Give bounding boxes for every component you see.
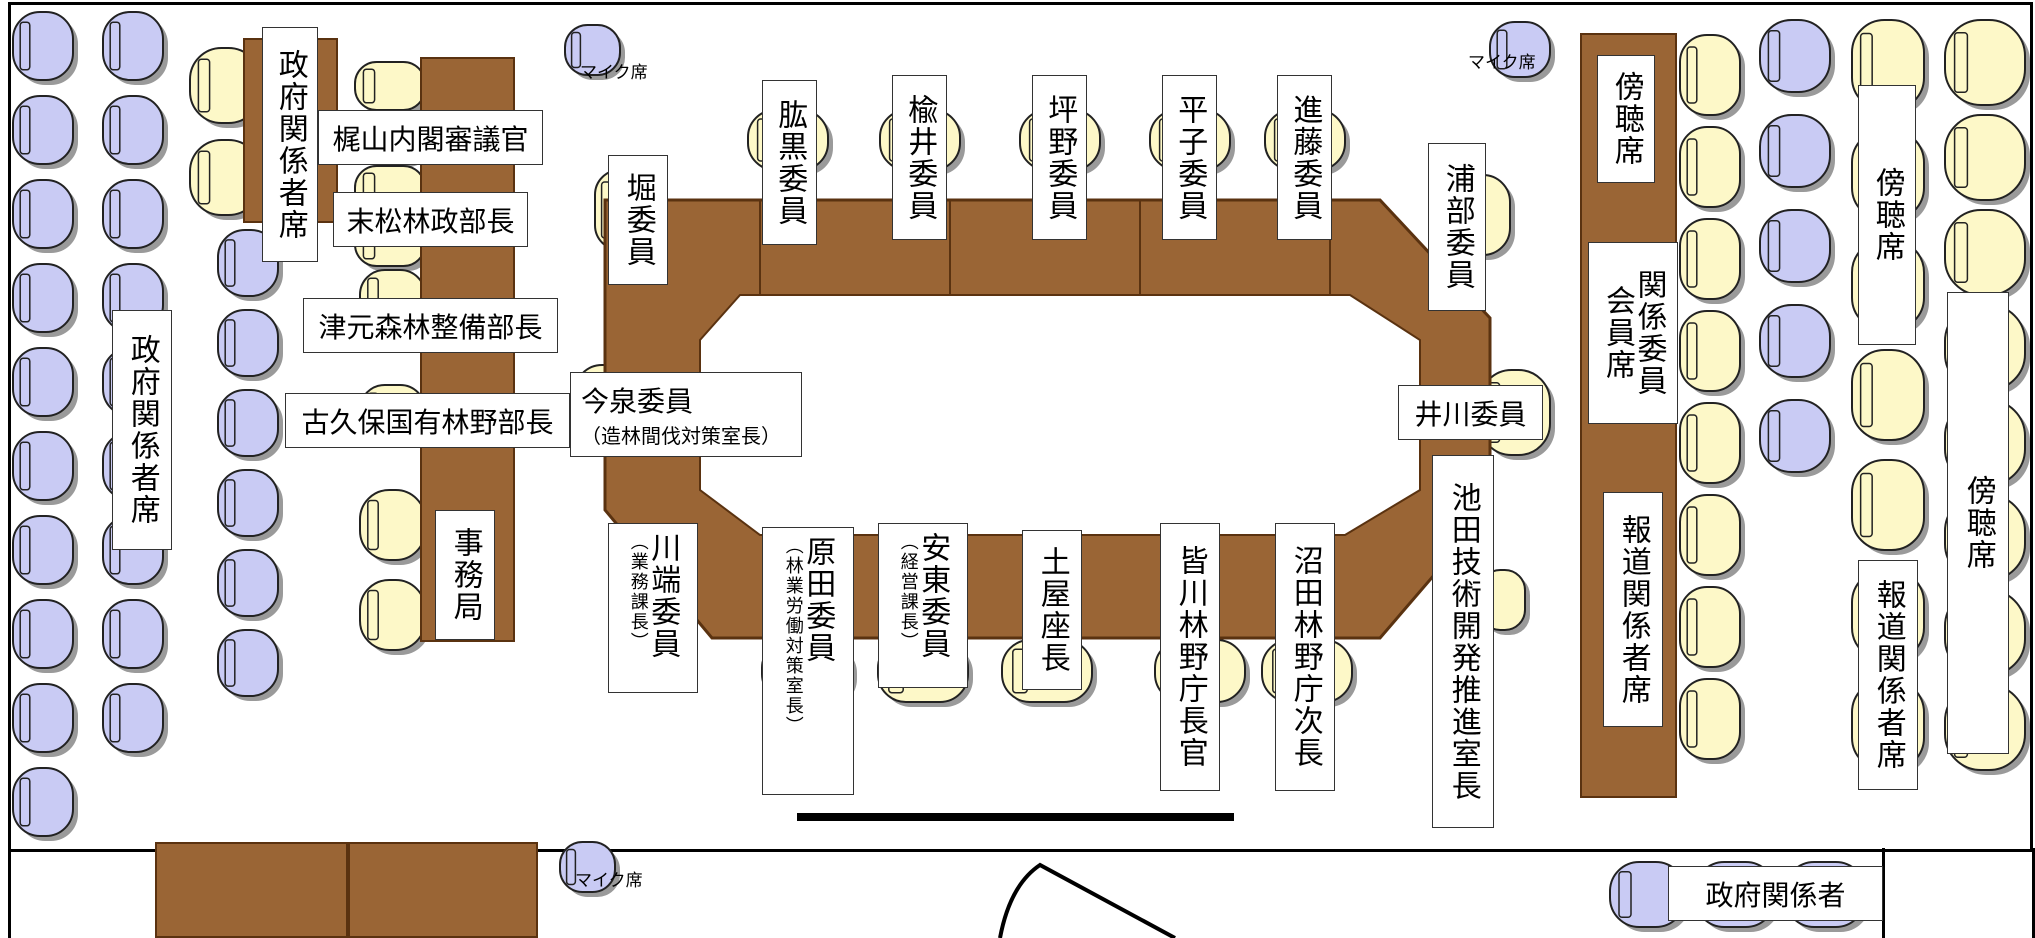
press-seat-label: 報道関係者席 (1603, 492, 1663, 727)
audience-chair (217, 389, 283, 461)
audience-chair (12, 179, 78, 253)
audience-chair (1759, 19, 1835, 97)
member-harada-name: 原田委員 (800, 536, 836, 664)
audience-chair (12, 767, 78, 841)
member-shindo: 進藤委員 (1277, 75, 1332, 240)
audience-chair (102, 11, 168, 85)
seat-chair (1851, 349, 1929, 445)
related-members-line-2: 会員席 (1600, 285, 1635, 381)
entrance-alcove-left (8, 848, 153, 938)
audience-chair (217, 629, 283, 701)
mic-seat-label: マイク席 (580, 63, 648, 83)
press-seat-label: 報道関係者席 (1858, 560, 1918, 790)
seat-chair (1679, 34, 1745, 120)
audience-chair (1759, 399, 1835, 477)
seat-chair (1944, 209, 2030, 300)
audience-chair (102, 599, 168, 673)
audience-chair (1759, 304, 1835, 382)
related-members-line-1: 関係委員 (1631, 269, 1667, 397)
seat-chair (1679, 218, 1745, 304)
member-imaizumi: 今泉委員 （造林間伐対策室長） (570, 372, 802, 457)
seat-chair (359, 579, 430, 655)
official-kubo: 古久保国有林野部長 (285, 393, 570, 448)
member-imaizumi-name: 今泉委員 (581, 385, 694, 418)
seat-chair (1679, 310, 1745, 396)
audience-chair (12, 347, 78, 421)
room-wall (8, 2, 2033, 852)
mic-seat-label: マイク席 (575, 871, 643, 891)
member-hirako: 平子委員 (1162, 75, 1217, 240)
official-minagawa: 皆川林野庁長官 (1160, 523, 1220, 791)
gallery-seat-label: 傍聴席 (1947, 292, 2009, 754)
gov-related-label: 政府関係者 (1668, 866, 1883, 921)
audience-chair (1759, 209, 1835, 287)
audience-chair (1759, 114, 1835, 192)
seat-chair (1944, 19, 2030, 110)
audience-chair (217, 469, 283, 541)
chairperson-tsuchiya: 土屋座長 (1022, 530, 1082, 690)
member-yui: 楡井委員 (892, 75, 947, 240)
seat-chair (1851, 459, 1929, 555)
seat-chair (359, 489, 430, 565)
audience-chair (12, 683, 78, 757)
audience-chair (102, 95, 168, 169)
member-kawabata: 川端委員 （業務課長） (608, 523, 698, 693)
secretariat-label: 事務局 (435, 510, 495, 640)
seat-chair (1679, 402, 1745, 488)
gov-seat-label: 政府関係者席 (262, 27, 318, 262)
official-numata: 沼田林野庁次長 (1275, 523, 1335, 791)
member-hori: 堀委員 (608, 155, 668, 285)
audience-chair (12, 11, 78, 85)
audience-chair (12, 431, 78, 505)
official-kajiyama: 梶山内閣審議官 (318, 110, 543, 165)
member-kawabata-role: （業務課長） (627, 532, 649, 652)
mic-chair (564, 24, 625, 80)
member-ikeda: 池田技術開発推進室長 (1432, 455, 1494, 828)
official-suematsu: 末松林政部長 (333, 192, 528, 247)
audience-chair (12, 515, 78, 589)
mic-chair (1489, 21, 1555, 82)
gov-seat-label: 政府関係者席 (112, 310, 172, 550)
audience-chair (217, 309, 283, 381)
seat-chair (1679, 126, 1745, 212)
member-hijikuro: 肱黒委員 (762, 80, 817, 245)
member-ando-name: 安東委員 (915, 532, 951, 660)
audience-chair (12, 95, 78, 169)
press-desk-bottom-2 (348, 842, 538, 938)
audience-chair (102, 683, 168, 757)
member-ando: 安東委員 （経営課長） (878, 523, 968, 688)
gallery-seat-label: 傍聴席 (1858, 85, 1916, 345)
member-harada: 原田委員 （林業労働対策室長） (762, 527, 854, 795)
member-harada-role: （林業労働対策室長） (782, 536, 804, 736)
related-members-seat-label: 関係委員 会員席 (1588, 242, 1678, 424)
seat-chair (354, 61, 430, 115)
audience-chair (12, 599, 78, 673)
mic-chair (559, 841, 620, 897)
door-swing (998, 862, 1176, 938)
audience-chair (102, 179, 168, 253)
member-ikawa: 井川委員 (1398, 385, 1543, 440)
mic-seat-label: マイク席 (1468, 53, 1536, 73)
audience-chair (12, 263, 78, 337)
official-tsumoto: 津元森林整備部長 (303, 298, 558, 353)
member-imaizumi-role: （造林間伐対策室長） (581, 424, 781, 448)
audience-chair (217, 549, 283, 621)
member-urabe: 浦部委員 (1428, 143, 1486, 311)
seat-chair (1679, 494, 1745, 580)
press-desk-bottom-1 (155, 842, 348, 938)
member-ando-role: （経営課長） (897, 532, 919, 652)
member-tsubono: 坪野委員 (1032, 75, 1087, 240)
screen-line (797, 813, 1234, 821)
member-kawabata-name: 川端委員 (645, 532, 681, 660)
seat-chair (1679, 586, 1745, 672)
entrance-alcove-right (1882, 848, 2035, 938)
seat-chair (1679, 678, 1745, 764)
seat-chair (1944, 114, 2030, 205)
gallery-seat-label: 傍聴席 (1597, 55, 1655, 183)
